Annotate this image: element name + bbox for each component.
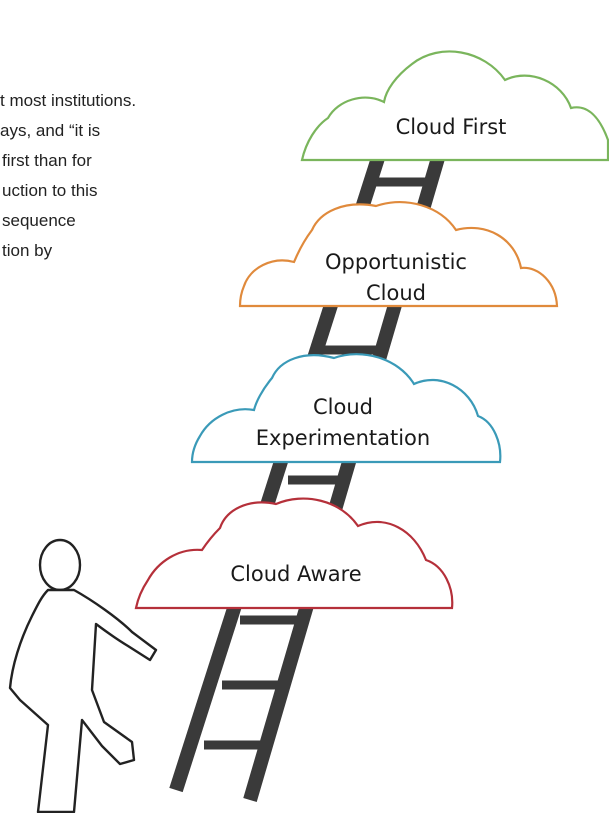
walking-person-icon — [8, 538, 158, 813]
paragraph-fragment: t most institutions. ays, and “it is fir… — [0, 86, 136, 266]
cloud-first-label: Cloud First — [396, 115, 507, 139]
person-body — [8, 588, 158, 813]
cloud-first-outline — [300, 50, 609, 162]
cloud-aware: Cloud Aware — [134, 497, 454, 610]
cloud-opportunistic-label-2: Cloud — [366, 281, 426, 305]
cloud-aware-outline — [134, 497, 454, 610]
cloud-experimentation-label: Cloud — [313, 395, 373, 419]
cloud-experimentation-label-2: Experimentation — [256, 426, 430, 450]
paragraph-line: uction to this — [2, 181, 98, 200]
cloud-first: Cloud First — [300, 50, 609, 162]
person-head — [38, 538, 82, 592]
paragraph-line: tion by — [2, 241, 53, 260]
cloud-experimentation-outline — [190, 353, 502, 464]
cloud-aware-label: Cloud Aware — [230, 562, 361, 586]
paragraph-line: ays, and “it is — [0, 121, 101, 140]
paragraph-line: sequence — [2, 211, 76, 230]
cloud-opportunistic: Opportunistic Cloud — [238, 201, 559, 308]
cloud-opportunistic-outline — [238, 201, 559, 308]
paragraph-line: first than for — [2, 151, 92, 170]
paragraph-line: t most institutions. — [0, 91, 137, 110]
cloud-experimentation: Cloud Experimentation — [190, 353, 502, 464]
cloud-opportunistic-label: Opportunistic — [325, 250, 467, 274]
